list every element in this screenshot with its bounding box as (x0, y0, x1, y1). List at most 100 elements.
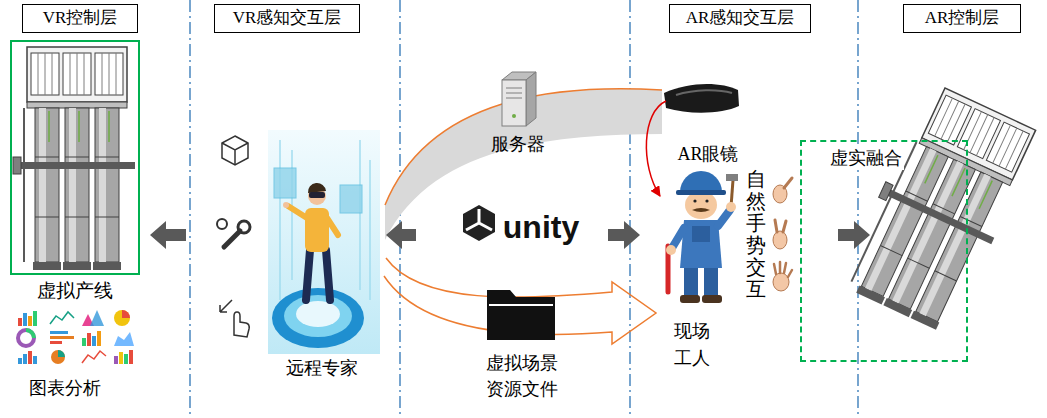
server-icon (512, 114, 516, 118)
engine-logo-text: unity (503, 208, 579, 246)
cube-icon (222, 136, 248, 165)
chart-label: 图表分析 (29, 378, 101, 400)
chart-thumbnails (50, 341, 62, 344)
hand-gesture-icons (773, 231, 787, 249)
layer-separator (629, 0, 630, 418)
worker-figure (685, 191, 717, 219)
block-arrow (150, 221, 186, 249)
server-icon (502, 80, 526, 126)
chart-thumbnails (50, 336, 74, 339)
remote-expert-figure (309, 192, 325, 198)
layer-separator (857, 0, 858, 418)
unity-logo-icon (466, 209, 492, 230)
unity-logo-icon (463, 205, 495, 241)
hand-gesture-icons (773, 178, 792, 291)
folder-icon (487, 290, 555, 340)
worker-figure (666, 171, 738, 303)
layer-header: VR感知交互层 (214, 4, 360, 33)
layer-separator (189, 0, 190, 418)
gesture-icon (220, 300, 232, 312)
resource-flow-arrow (384, 258, 656, 344)
remote-expert-figure (305, 208, 329, 252)
server-label: 服务器 (491, 134, 545, 156)
gesture-icon (220, 300, 249, 337)
worker-figure (726, 174, 738, 181)
server-icon (526, 72, 536, 126)
worker-figure (680, 295, 700, 303)
chart-thumbnails (122, 310, 130, 318)
ar-glasses (676, 90, 732, 95)
role-label: 远程专家 (286, 358, 358, 380)
box-label: 虚实融合 (828, 148, 904, 170)
chart-thumbnails (33, 356, 37, 364)
ar-glasses (664, 84, 739, 113)
remote-expert-figure (268, 130, 380, 354)
layer-header: VR控制层 (22, 4, 138, 33)
server-icon (502, 72, 536, 126)
worker-figure (726, 202, 736, 212)
remote-expert-figure (268, 130, 380, 354)
cube-icon (222, 143, 248, 165)
resource-label: 虚拟场景资源文件 (486, 350, 559, 402)
folder-icon (489, 304, 553, 306)
ar-glasses (664, 84, 739, 113)
wrench-icon (217, 219, 227, 229)
remote-expert-figure (288, 206, 338, 235)
remote-expert-figure (308, 183, 326, 193)
block-arrow (838, 221, 870, 249)
hand-gesture-icons (775, 220, 786, 232)
worker-figure (676, 190, 726, 195)
layer-separator (190, 0, 858, 418)
chart-thumbnails (23, 313, 27, 326)
role-label: 现场工人 (674, 318, 711, 372)
chart-thumbnails (26, 330, 34, 338)
chart-thumbnails (82, 338, 86, 346)
chart-thumbnails (114, 310, 130, 326)
wrench-icon (224, 231, 240, 247)
worker-figure (705, 199, 708, 202)
worker-figure (693, 199, 696, 202)
wrench-icon (238, 221, 250, 233)
worker-figure (692, 208, 710, 212)
remote-expert-figure (280, 140, 370, 300)
chart-thumbnails (97, 331, 101, 346)
chart-thumbnails (114, 332, 134, 346)
chart-thumbnails (18, 358, 22, 364)
remote-expert-figure (272, 288, 364, 348)
remote-expert-figure (296, 301, 340, 327)
remote-expert-figure (274, 168, 296, 198)
production-line-drawing (13, 47, 135, 270)
worker-figure (680, 171, 722, 192)
chart-thumbnails (114, 356, 118, 364)
remote-expert-figure (340, 185, 362, 213)
chart-thumbnails (28, 351, 32, 364)
box-label: AR感知交互层 (686, 8, 795, 28)
virtual-line-box: 虚拟产线 (10, 40, 140, 275)
chart-thumbnails (90, 310, 104, 326)
gesture-icon (234, 312, 249, 337)
chart-thumbnails (82, 351, 106, 363)
hand-gesture-icons (784, 178, 792, 188)
block-arrow (386, 221, 416, 249)
folder-icon (487, 290, 555, 340)
chart-thumbnails (50, 312, 74, 324)
remote-expert-figure (306, 250, 330, 300)
chart-thumbnails (50, 331, 68, 334)
chart-thumbnails (18, 318, 22, 326)
worker-figure (692, 226, 710, 242)
chart-thumbnails (129, 350, 133, 364)
chart-thumbnails (119, 352, 123, 364)
chart-thumbnails (18, 310, 134, 364)
unity-logo-icon (463, 205, 495, 241)
worker-figure (684, 266, 698, 296)
box-label: VR感知交互层 (233, 8, 342, 28)
block-arrow (608, 221, 640, 249)
layer-header: AR控制层 (903, 4, 1021, 33)
chart-thumbnails (33, 311, 37, 326)
chart-thumbnails (124, 354, 128, 364)
worker-figure (666, 245, 676, 255)
worker-figure (702, 295, 722, 303)
chart-thumbnails (23, 354, 27, 364)
chart-thumbnails (51, 350, 65, 364)
fused-production-line (838, 82, 1043, 336)
